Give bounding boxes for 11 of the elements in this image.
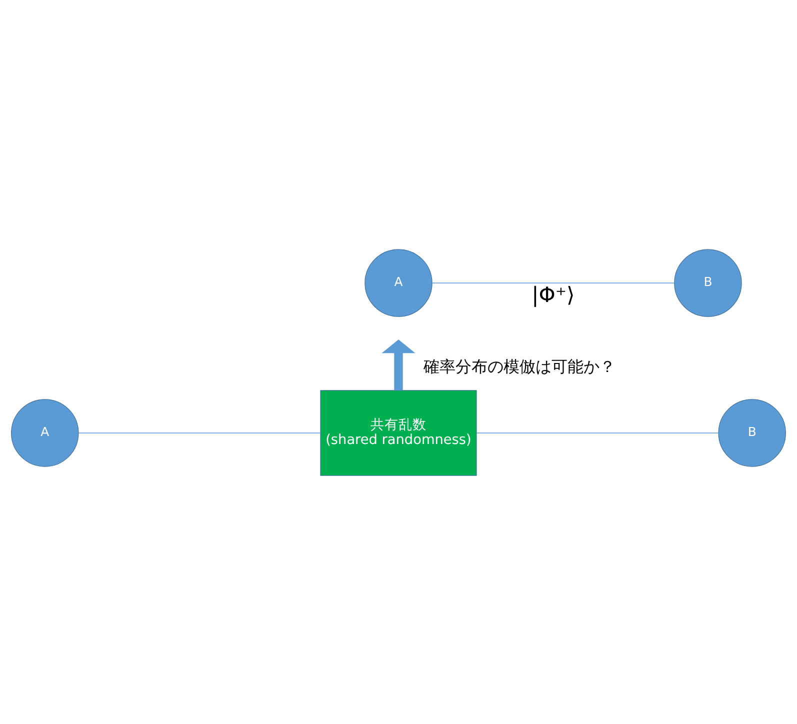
node-circle: A	[364, 248, 432, 316]
edge-label: |Φ⁺⟩	[532, 281, 575, 306]
edge-label: 確率分布の模倣は可能か？	[423, 356, 616, 376]
connector	[78, 432, 321, 433]
arrow	[382, 338, 416, 390]
connector	[432, 282, 675, 283]
node-circle: A	[11, 398, 79, 466]
node-box: 共有乱数 (shared randomness)	[320, 390, 477, 476]
node-circle: B	[718, 398, 786, 466]
node-circle: B	[674, 248, 742, 316]
connector	[476, 432, 719, 433]
